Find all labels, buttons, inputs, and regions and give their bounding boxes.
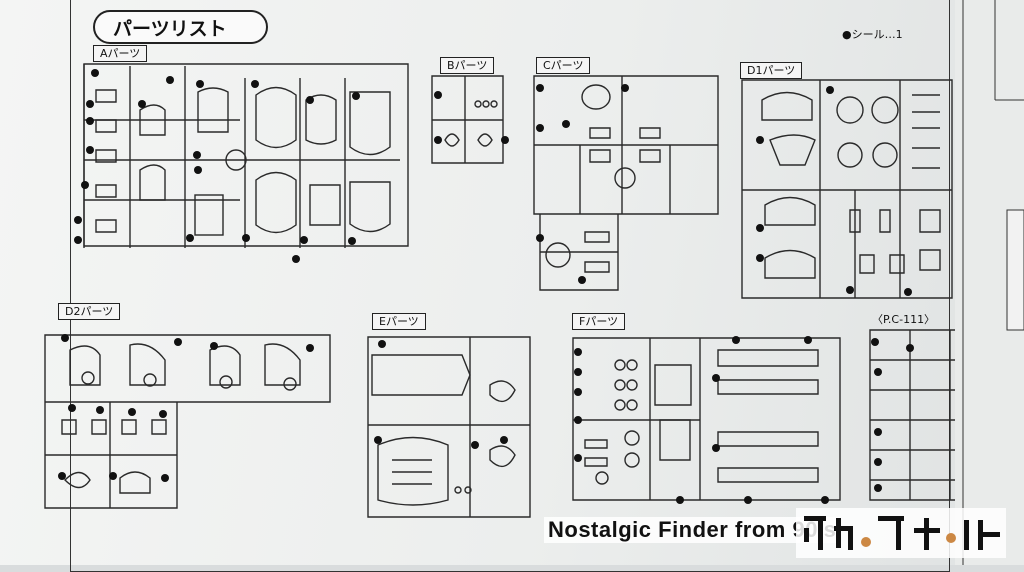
label-c-parts: Cパーツ [536,57,591,74]
label-b-parts: Bパーツ [440,57,495,74]
watermark-text: Nostalgic Finder from 90's [544,517,841,543]
adjacent-page-edge [955,0,1024,565]
label-e-parts: Eパーツ [372,313,426,330]
label-a-parts: Aパーツ [93,45,148,62]
part-number-markers [58,69,979,504]
sprue-b-drawing [431,75,504,164]
sprue-f-drawing [572,337,841,501]
site-logo-icon [796,508,1006,558]
label-pc-111: 〈P.C-111〉 [872,313,936,326]
sprue-d2-drawing [44,334,331,509]
label-d1-parts: D1パーツ [740,62,803,79]
sprue-e-drawing [367,336,531,518]
seal-note: ●シール…1 [842,28,903,41]
label-f-parts: Fパーツ [572,313,626,330]
sprue-a-drawing [83,63,409,248]
page-title: パーツリスト [93,10,268,44]
sprue-c-drawing [533,75,719,291]
sprue-d1-drawing [741,79,953,299]
label-d2-parts: D2パーツ [58,303,121,320]
